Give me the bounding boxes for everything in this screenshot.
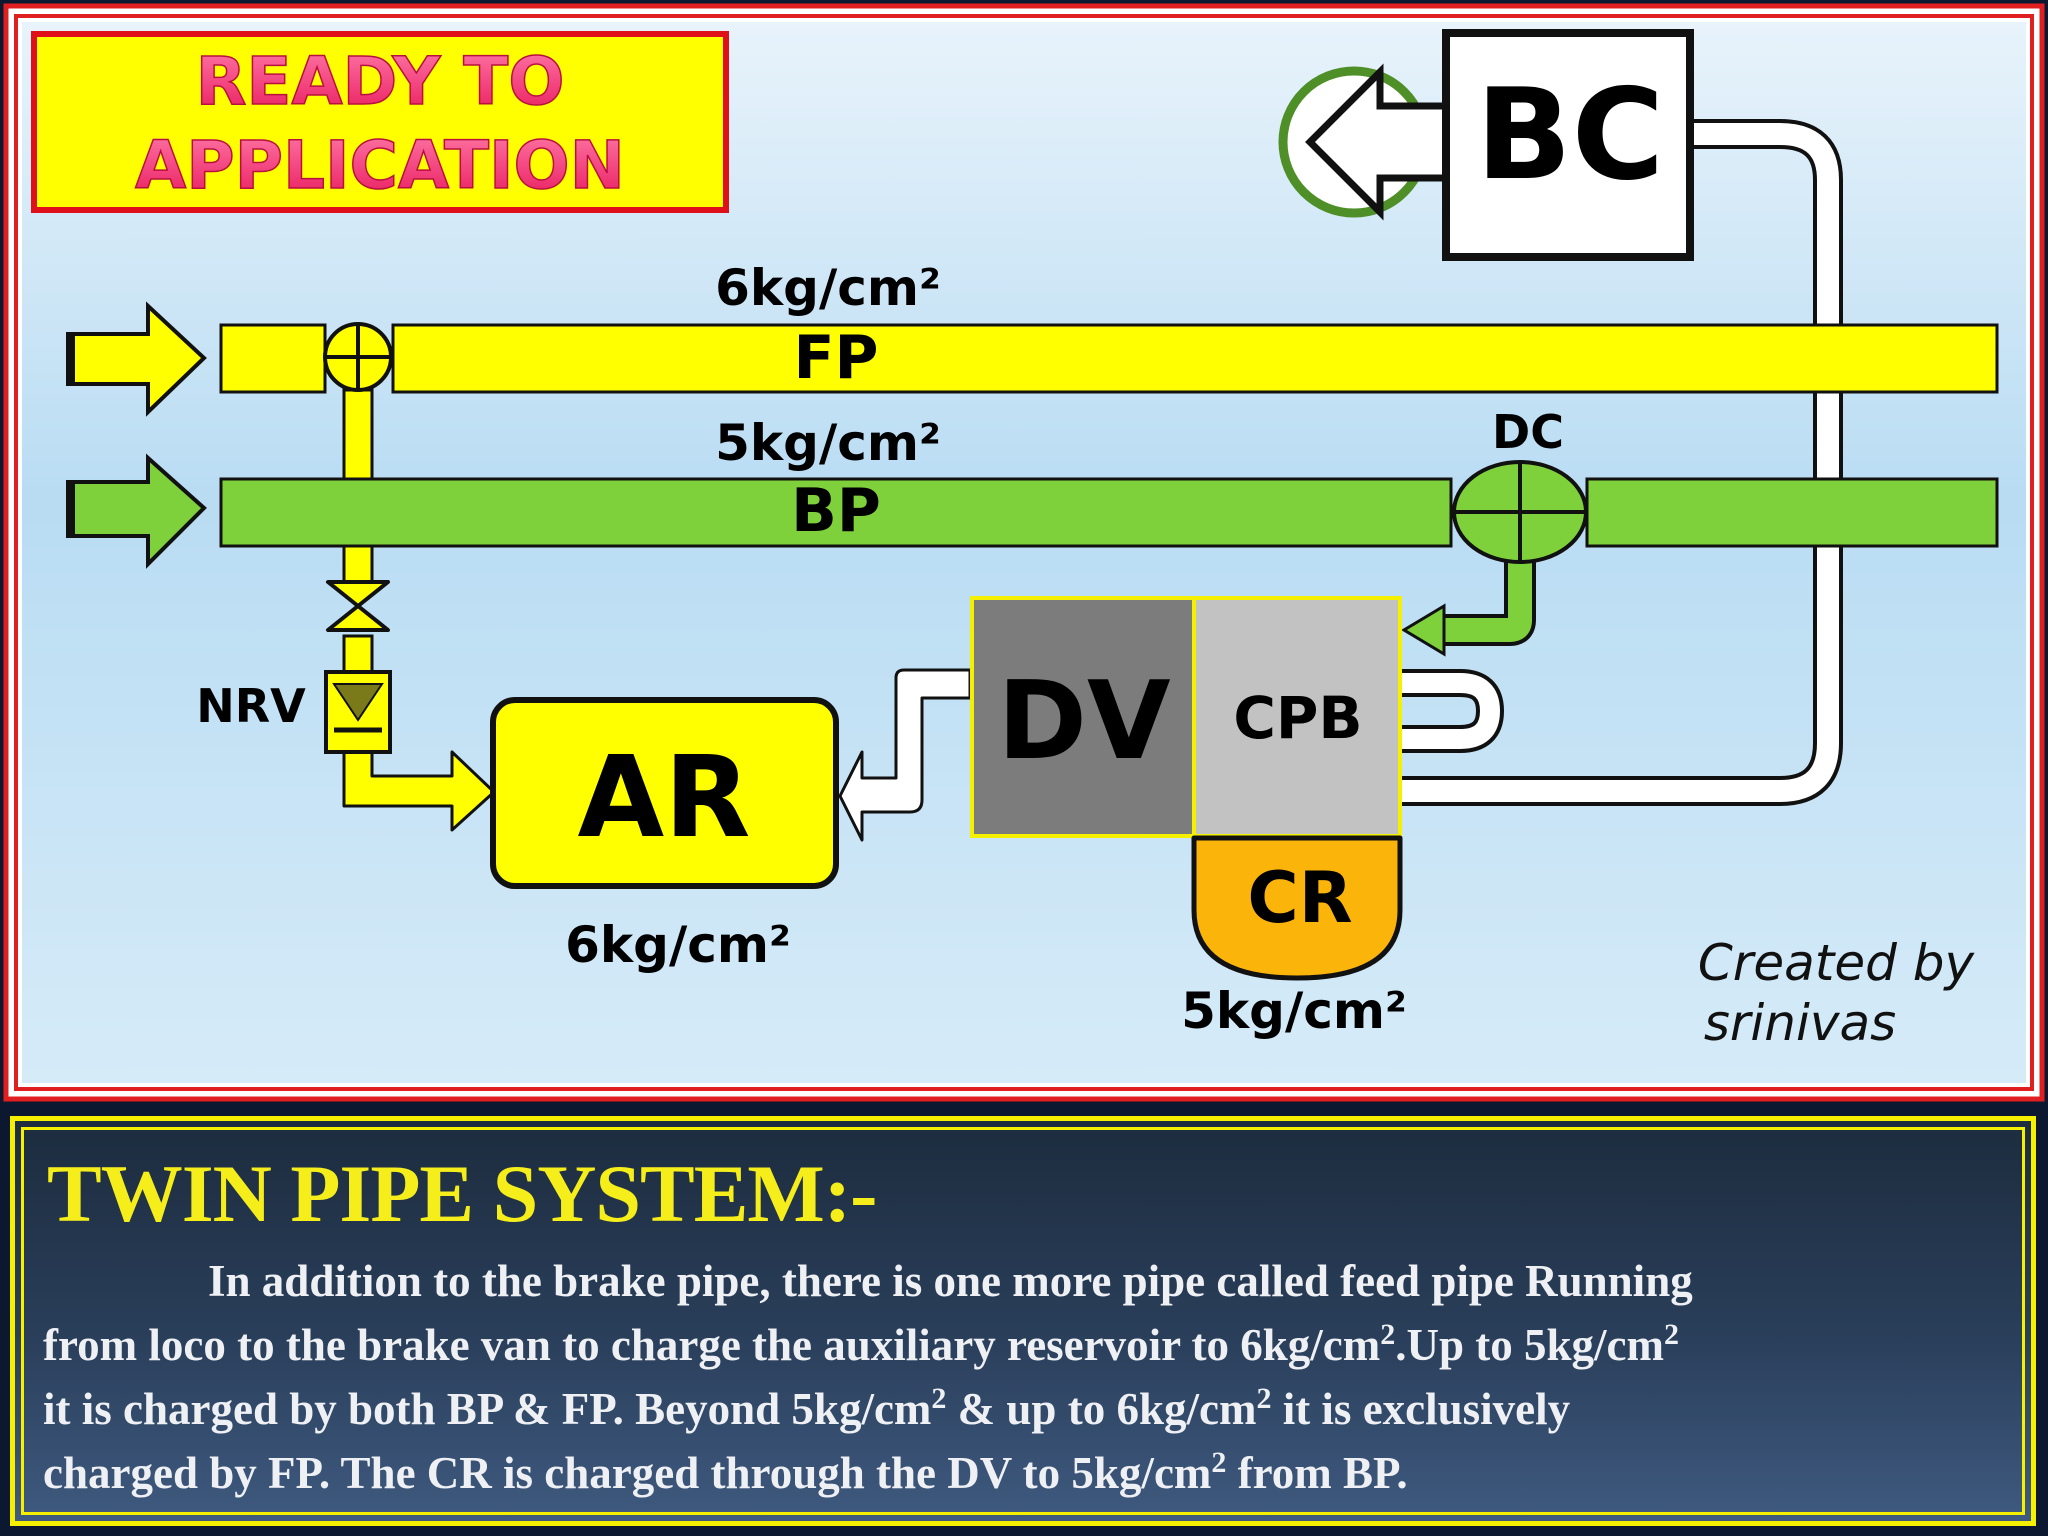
ar-label: AR	[578, 733, 751, 863]
feed-pipe: 6kg/cm² FP	[219, 259, 1999, 394]
credit-line1: Created by	[1698, 934, 1976, 992]
cr-reservoir: CR 5kg/cm²	[1181, 835, 1407, 1040]
brake-pipe: 5kg/cm² BP	[219, 414, 1999, 548]
nrv-label: NRV	[196, 679, 306, 733]
dc-to-dv-pipe	[1401, 560, 1536, 657]
body-line-2b: .Up to 5kg/cm	[1395, 1320, 1665, 1370]
nrv-valve: NRV	[196, 670, 392, 754]
body-line-3a: it is charged by both BP & FP. Beyond 5k…	[43, 1384, 932, 1434]
bc-box: BC	[1442, 29, 1694, 261]
cpb-loop-pipe	[1400, 669, 1505, 753]
fp-label: FP	[794, 323, 879, 393]
ar-reservoir: AR 6kg/cm²	[490, 697, 839, 974]
bc-pipe	[1400, 119, 1843, 806]
superscript: 2	[1380, 1318, 1396, 1351]
body-line-4b: from BP.	[1226, 1448, 1408, 1498]
status-banner-line2: APPLICATION	[135, 127, 625, 204]
superscript: 2	[1211, 1446, 1227, 1479]
body-line-4a: charged by FP. The CR is charged through…	[43, 1448, 1212, 1498]
superscript: 2	[931, 1382, 947, 1415]
dc-cock-icon: DC	[1452, 405, 1588, 564]
bp-label: BP	[791, 476, 881, 546]
body-line-2a: from loco to the brake van to charge the…	[43, 1320, 1381, 1370]
status-banner-line1: READY TO	[196, 43, 565, 120]
distributor-valve: DV CPB	[970, 596, 1402, 838]
body-line-3b: & up to 6kg/cm	[946, 1384, 1257, 1434]
exhaust-arrow-icon	[1278, 63, 1450, 221]
body-line-3c: it is exclusively	[1271, 1384, 1571, 1434]
description-panel: TWIN PIPE SYSTEM:- In addition to the br…	[10, 1116, 2036, 1526]
body-line-1: In addition to the brake pipe, there is …	[208, 1256, 1693, 1306]
fp-cock-icon	[323, 322, 393, 392]
cr-label: CR	[1247, 857, 1352, 939]
isolating-valve-icon	[326, 580, 390, 632]
dc-label: DC	[1492, 405, 1564, 459]
dv-to-ar-pipe	[838, 668, 972, 842]
superscript: 2	[1256, 1382, 1272, 1415]
bp-pressure: 5kg/cm²	[715, 414, 941, 472]
bc-label: BC	[1476, 61, 1665, 208]
cr-pressure: 5kg/cm²	[1181, 982, 1407, 1040]
superscript: 2	[1664, 1318, 1680, 1351]
brake-diagram: READY TO APPLICATION BC 6kg/cm² FP	[3, 3, 2045, 1102]
credit: Created by srinivas	[1698, 934, 1976, 1052]
diagram-panel: READY TO APPLICATION BC 6kg/cm² FP	[3, 3, 2045, 1102]
fp-inlet-arrow-icon	[66, 301, 207, 417]
panel-heading: TWIN PIPE SYSTEM:-	[47, 1148, 877, 1239]
credit-line2: srinivas	[1704, 994, 1896, 1052]
panel-body: In addition to the brake pipe, there is …	[43, 1249, 2015, 1505]
cpb-label: CPB	[1233, 684, 1362, 752]
bp-inlet-arrow-icon	[66, 453, 207, 569]
dv-label: DV	[997, 659, 1171, 784]
fp-pressure: 6kg/cm²	[715, 259, 941, 317]
ar-pressure: 6kg/cm²	[565, 916, 791, 974]
status-banner: READY TO APPLICATION	[31, 31, 729, 213]
